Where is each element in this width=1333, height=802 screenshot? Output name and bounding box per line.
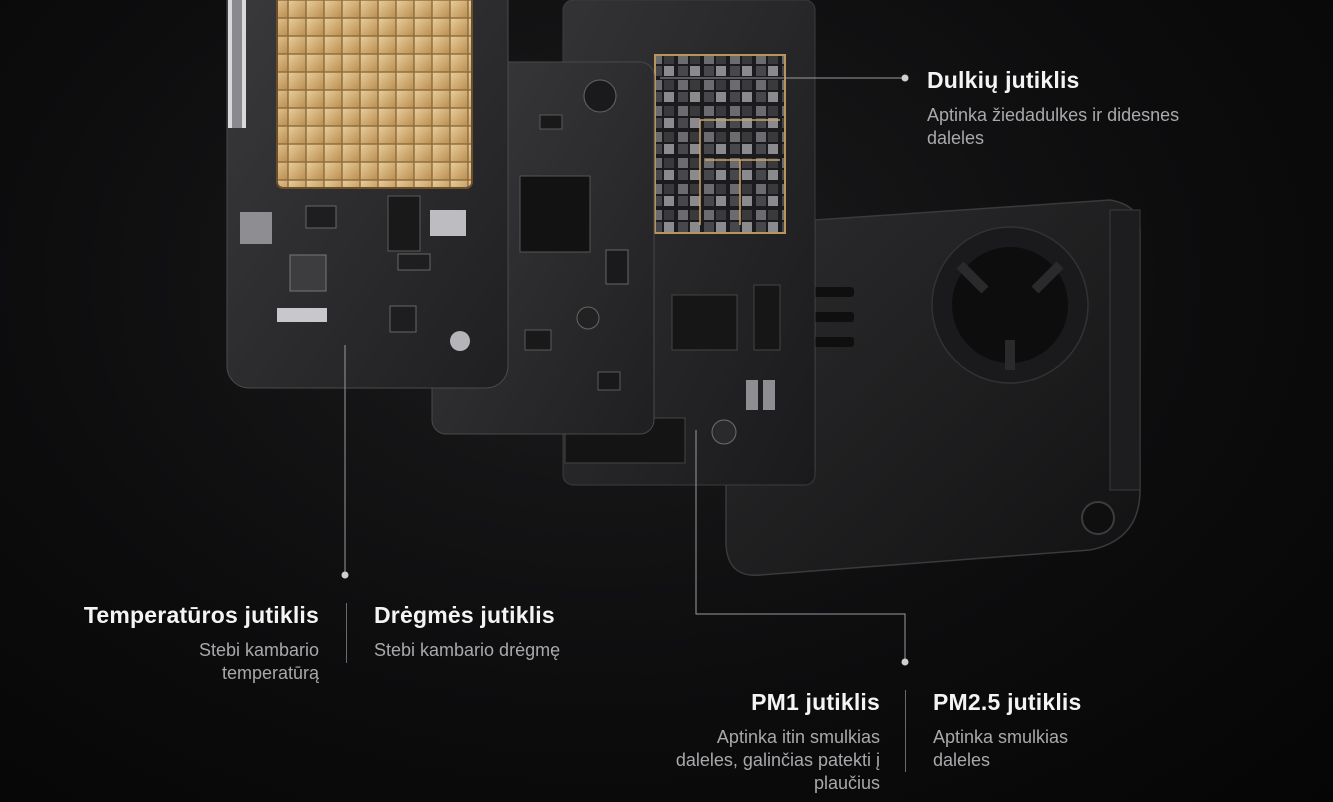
- pm25-sensor-label: PM2.5 jutiklis Aptinka smulkias daleles: [933, 689, 1082, 772]
- pm25-sensor-title: PM2.5 jutiklis: [933, 689, 1082, 715]
- temperature-sensor-title: Temperatūros jutiklis: [83, 602, 319, 628]
- dust-sensor-desc: Aptinka žiedadulkes ir didesnes daleles: [927, 105, 1180, 148]
- humidity-sensor-desc: Stebi kambario drėgmę: [374, 640, 561, 660]
- pm1-pm25-divider: [905, 690, 906, 772]
- humidity-sensor-label: Drėgmės jutiklis Stebi kambario drėgmę: [374, 602, 560, 662]
- pm1-sensor-desc: Aptinka itin smulkias daleles, galinčias…: [675, 727, 880, 793]
- pm1-sensor-title: PM1 jutiklis: [751, 689, 880, 715]
- humidity-sensor-title: Drėgmės jutiklis: [374, 602, 555, 628]
- pm25-sensor-desc: Aptinka smulkias daleles: [933, 727, 1069, 770]
- temperature-sensor-desc: Stebi kambario temperatūrą: [198, 640, 319, 683]
- temperature-humidity-divider: [346, 603, 347, 663]
- dust-sensor-label: Dulkių jutiklis Aptinka žiedadulkes ir d…: [927, 67, 1179, 150]
- dust-sensor-title: Dulkių jutiklis: [927, 67, 1080, 93]
- temperature-sensor-label: Temperatūros jutiklis Stebi kambario tem…: [84, 602, 319, 685]
- pm1-sensor-label: PM1 jutiklis Aptinka itin smulkias dalel…: [676, 689, 880, 795]
